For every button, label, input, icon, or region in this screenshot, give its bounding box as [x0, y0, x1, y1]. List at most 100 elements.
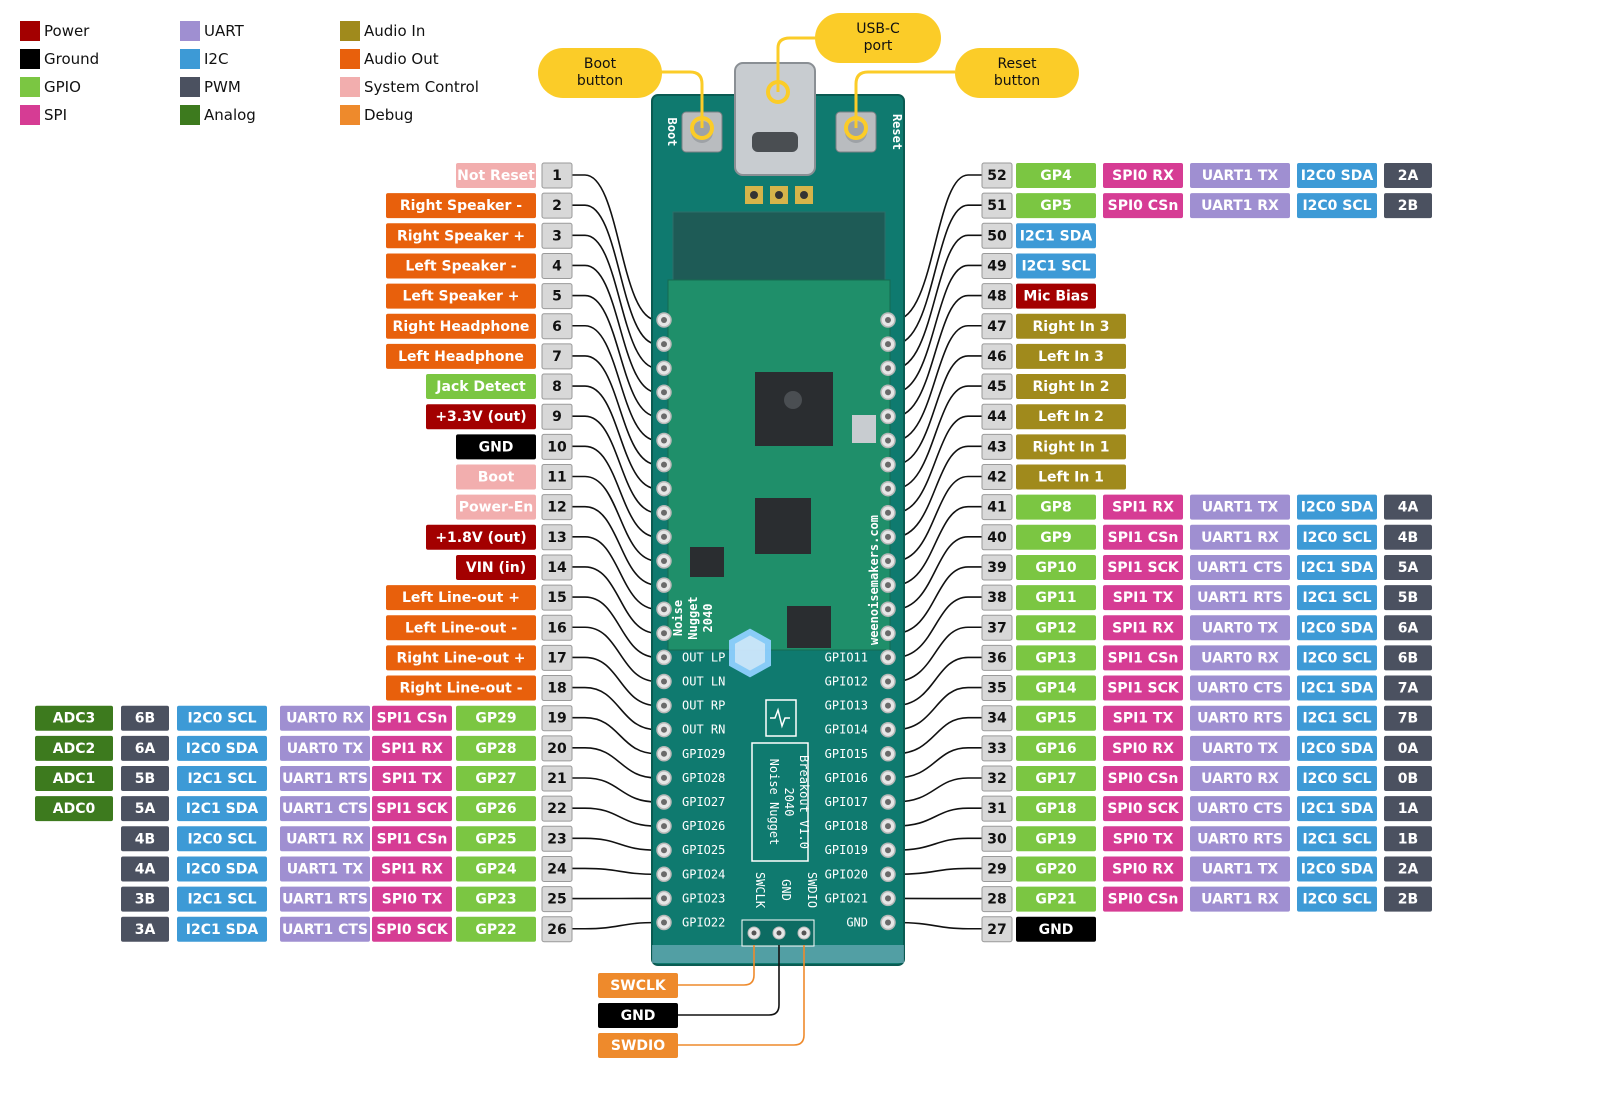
tag-box: [1016, 313, 1126, 339]
tag-uart0-tx: UART0 TX: [287, 741, 364, 757]
tag-i2c0-sda: I2C0 SDA: [1301, 741, 1374, 757]
legend-item-i2c: I2C: [180, 48, 228, 70]
pin-number: 40: [987, 530, 1007, 546]
tag-box: [456, 886, 536, 912]
tag-uart0-rts: UART0 RTS: [1197, 831, 1283, 847]
tag-box: [1190, 856, 1290, 882]
tag-box: [456, 163, 536, 188]
pin-number-box: [981, 705, 1013, 732]
tag-box: [372, 886, 452, 912]
pin-number-box: [541, 464, 573, 490]
tag-3b: 3B: [135, 892, 155, 908]
tag-box: [280, 856, 370, 882]
wire: [894, 264, 982, 394]
tag-spi0-rx: SPI0 RX: [1112, 168, 1174, 184]
tag-i2c1-scl: I2C1 SCL: [1302, 831, 1371, 847]
wire: [894, 415, 982, 514]
tag-5b: 5B: [135, 771, 155, 787]
pin-number-box: [541, 705, 573, 732]
pin-number: 25: [547, 892, 566, 908]
wire: [572, 566, 658, 635]
legend-swatch: [20, 49, 40, 69]
tag-gp12: GP12: [1035, 620, 1076, 636]
tag-spi0-csn: SPI0 CSn: [1108, 771, 1179, 787]
tag-box: [35, 735, 113, 761]
silk-left-gpio26: GPIO26: [682, 819, 725, 833]
legend-item-spi: SPI: [20, 104, 67, 126]
tag-box: [1016, 163, 1096, 188]
tag-not-reset: Not Reset: [457, 168, 535, 184]
tag-gp20: GP20: [1035, 861, 1076, 877]
silk-right-gpio19: GPIO19: [825, 843, 868, 857]
legend-swatch: [180, 49, 200, 69]
tag-box: [456, 434, 536, 460]
tag-gp15: GP15: [1035, 711, 1076, 727]
tag-box: [1016, 886, 1096, 912]
tag-box: [386, 675, 536, 701]
pin-number-box: [541, 283, 573, 310]
pin-number-box: [981, 675, 1013, 702]
tag-left-line-out: Left Line-out -: [405, 620, 517, 636]
tag-box: [280, 886, 370, 912]
silk-right-gnd: GND: [846, 916, 868, 930]
tag-box: [456, 766, 536, 791]
tag-box: [1297, 705, 1377, 731]
tag-box: [1016, 675, 1096, 701]
tag-box: [35, 796, 113, 822]
tag-box: [35, 705, 113, 731]
led-icon: [729, 628, 771, 678]
silk-right-gpio13: GPIO13: [825, 699, 868, 713]
tag-1b: 1B: [1398, 831, 1418, 847]
pin-number: 24: [547, 861, 567, 877]
pin-number-box: [981, 735, 1013, 762]
tag-i2c1-sda: I2C1 SDA: [186, 922, 259, 938]
tag-spi1-tx: SPI1 TX: [1113, 590, 1174, 606]
tag-i2c1-scl: I2C1 SCL: [187, 771, 256, 787]
tag-7b: 7B: [1398, 711, 1418, 727]
tag-spi0-tx: SPI0 TX: [382, 892, 443, 908]
pin-number: 21: [547, 771, 566, 787]
tag-box: [456, 554, 536, 580]
pin-number-box: [541, 192, 573, 219]
silk-left-out-rn: OUT RN: [682, 723, 725, 737]
tag-box: [426, 524, 536, 550]
tag-spi0-sck: SPI0 SCK: [376, 922, 449, 938]
tag-gnd: GND: [621, 1008, 656, 1024]
tag-uart0-cts: UART0 CTS: [1197, 801, 1283, 817]
tag-spi1-csn: SPI1 CSn: [377, 711, 448, 727]
wire: [572, 536, 658, 610]
tag-right-in-2: Right In 2: [1033, 379, 1110, 395]
silk-right-gpio15: GPIO15: [825, 747, 868, 761]
pin-number-box: [981, 765, 1013, 792]
wire: [894, 536, 982, 610]
pin-number: 22: [547, 801, 566, 817]
pin-number-box: [541, 916, 573, 943]
tag-0b: 0B: [1398, 771, 1418, 787]
wire: [894, 475, 982, 562]
wire: [572, 867, 658, 876]
tag-2b: 2B: [1398, 892, 1418, 908]
pin-number: 31: [987, 801, 1006, 817]
tag-uart1-tx: UART1 TX: [287, 861, 364, 877]
tag-box: [177, 735, 267, 761]
pin-number-box: [981, 554, 1013, 581]
legend-swatch: [340, 21, 360, 41]
tag-i2c0-sda: I2C0 SDA: [1301, 168, 1374, 184]
tag-adc0: ADC0: [53, 801, 96, 817]
silk-breakout-breakout-v1-0: Breakout V1.0: [797, 755, 811, 849]
tag-left-in-3: Left In 3: [1038, 349, 1104, 365]
tag-gp14: GP14: [1035, 681, 1076, 697]
pin-number-box: [981, 343, 1013, 370]
pin-number: 3: [552, 228, 562, 244]
pin-number: 44: [987, 409, 1007, 425]
tag-box: [177, 796, 267, 822]
silk-name-noise: Noise: [671, 600, 685, 636]
wire: [894, 777, 982, 803]
